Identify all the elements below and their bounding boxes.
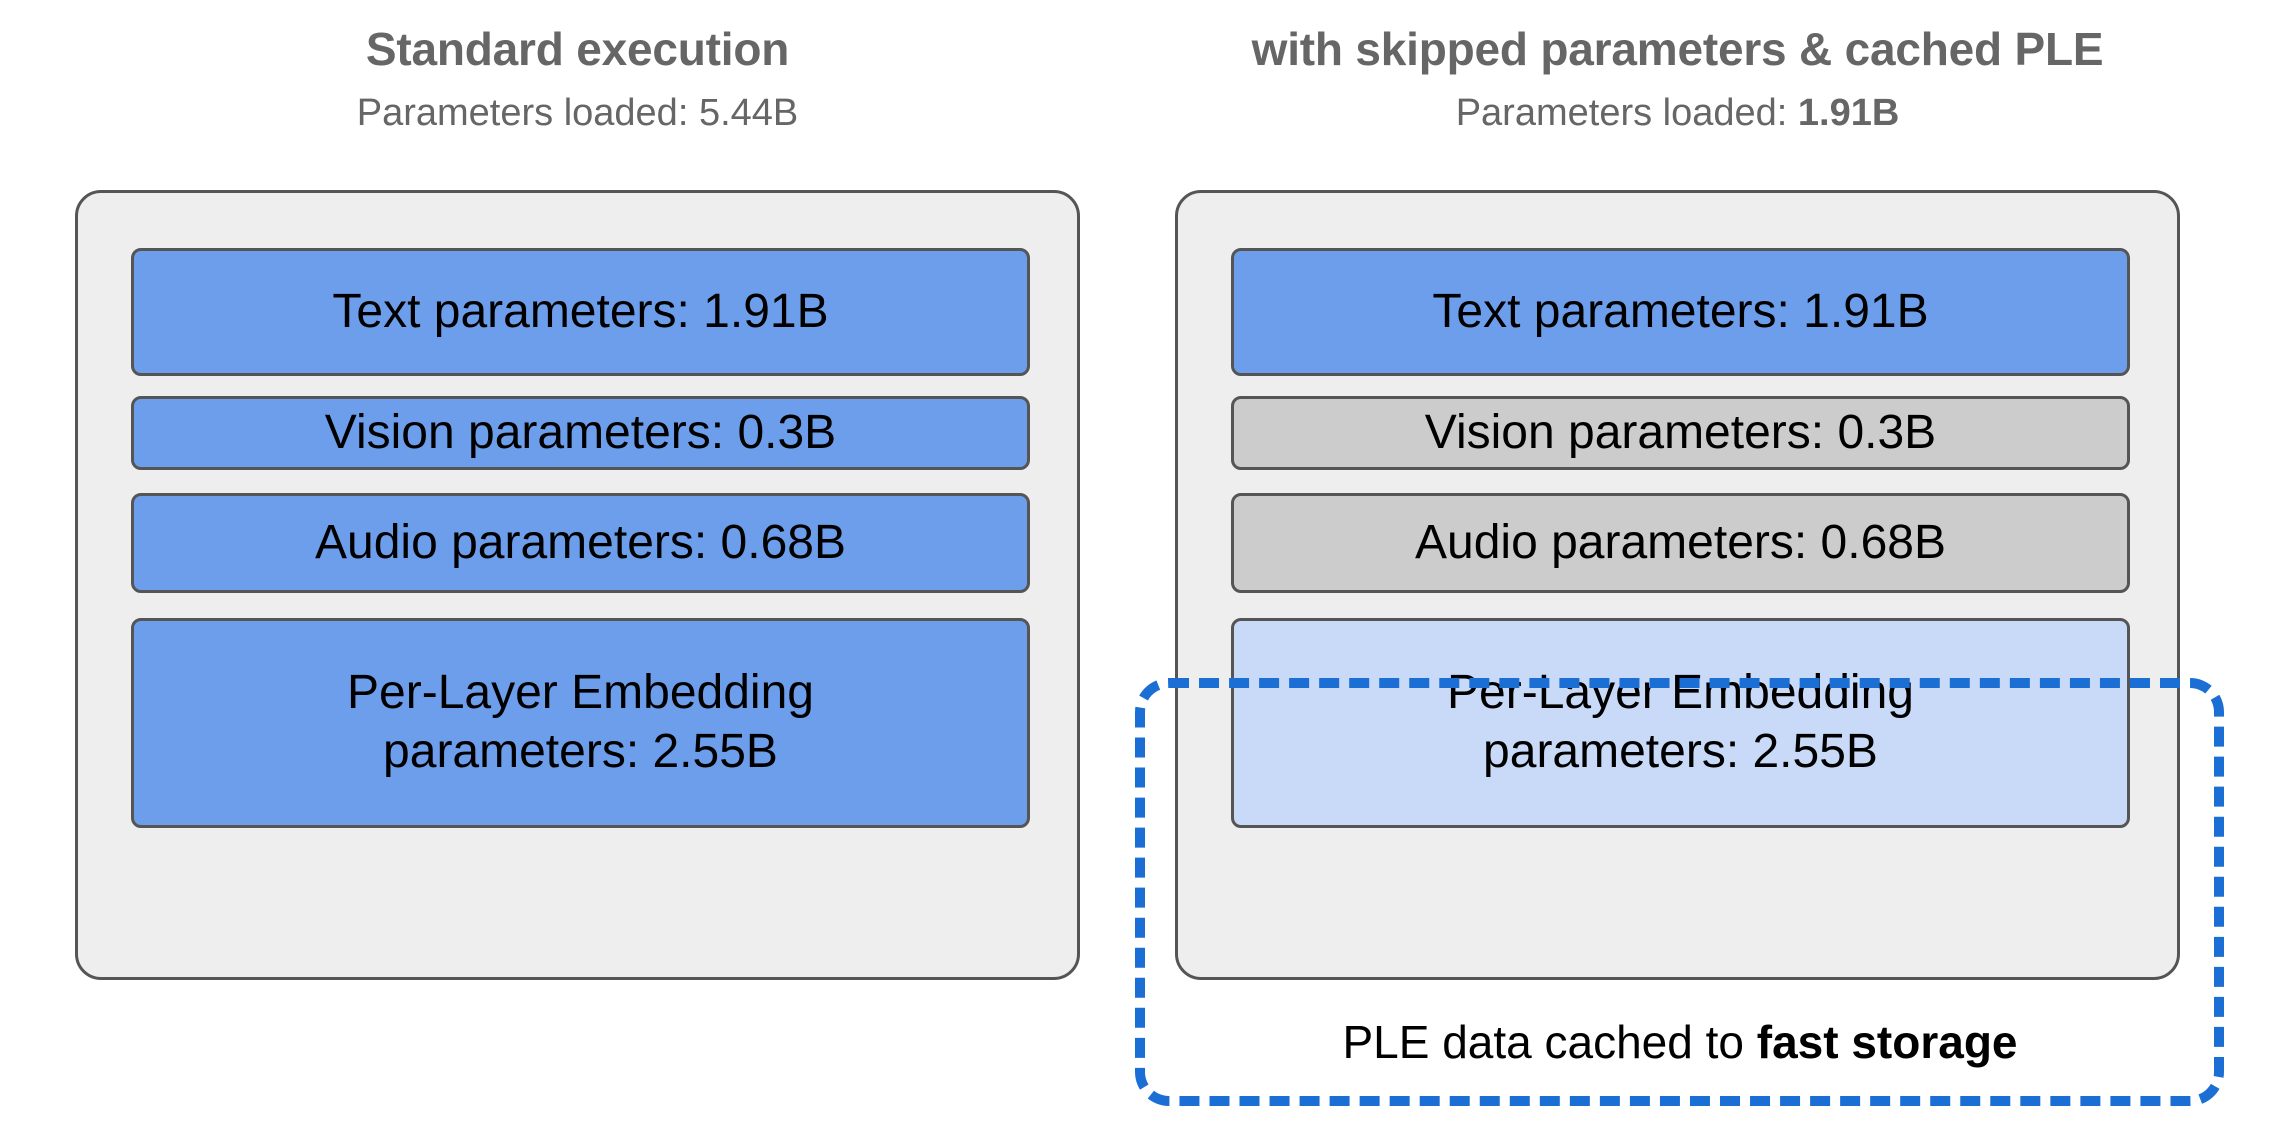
cache-callout-caption: PLE data cached to fast storage bbox=[1145, 1015, 2215, 1069]
column-subtitle-cached-prefix: Parameters loaded: bbox=[1455, 91, 1798, 134]
column-subtitle-cached-value: 1.91B bbox=[1797, 91, 1900, 134]
column-subtitle-cached: Parameters loaded: 1.91B bbox=[1175, 92, 2180, 136]
column-subtitle-standard-value: 5.44B bbox=[698, 91, 799, 134]
param-block-audio-standard: Audio parameters: 0.68B bbox=[131, 493, 1030, 593]
param-block-text-standard: Text parameters: 1.91B bbox=[131, 248, 1030, 376]
column-subtitle-standard-prefix: Parameters loaded: bbox=[356, 91, 699, 134]
param-block-text-cached: Text parameters: 1.91B bbox=[1231, 248, 2130, 376]
param-block-vision-cached: Vision parameters: 0.3B bbox=[1231, 396, 2130, 470]
column-title-standard: Standard execution bbox=[365, 23, 790, 75]
model-panel-standard: Text parameters: 1.91B Vision parameters… bbox=[75, 190, 1080, 980]
param-block-ple-cached-line1: Per-Layer Embedding bbox=[1447, 666, 1914, 720]
param-block-vision-standard: Vision parameters: 0.3B bbox=[131, 396, 1030, 470]
column-subtitle-standard: Parameters loaded: 5.44B bbox=[75, 92, 1080, 136]
param-block-ple-standard-line2: parameters: 2.55B bbox=[383, 725, 778, 778]
column-heading-standard: Standard execution Parameters loaded: 5.… bbox=[75, 24, 1080, 135]
param-block-ple-standard-text: Per-Layer Embedding parameters: 2.55B bbox=[347, 664, 814, 781]
model-panel-cached: Text parameters: 1.91B Vision parameters… bbox=[1175, 190, 2180, 980]
param-block-ple-cached-text: Per-Layer Embedding parameters: 2.55B bbox=[1447, 664, 1914, 781]
param-block-ple-standard-line1: Per-Layer Embedding bbox=[347, 666, 814, 720]
param-block-ple-cached-line2: parameters: 2.55B bbox=[1483, 725, 1878, 778]
column-heading-cached: with skipped parameters & cached PLE Par… bbox=[1175, 24, 2180, 135]
cache-caption-emphasis: fast storage bbox=[1756, 1016, 2018, 1068]
cache-caption-prefix: PLE data cached to bbox=[1342, 1016, 1757, 1068]
param-block-ple-standard: Per-Layer Embedding parameters: 2.55B bbox=[131, 618, 1030, 828]
param-block-audio-cached: Audio parameters: 0.68B bbox=[1231, 493, 2130, 593]
param-block-ple-cached: Per-Layer Embedding parameters: 2.55B bbox=[1231, 618, 2130, 828]
column-title-cached: with skipped parameters & cached PLE bbox=[1251, 23, 2104, 75]
